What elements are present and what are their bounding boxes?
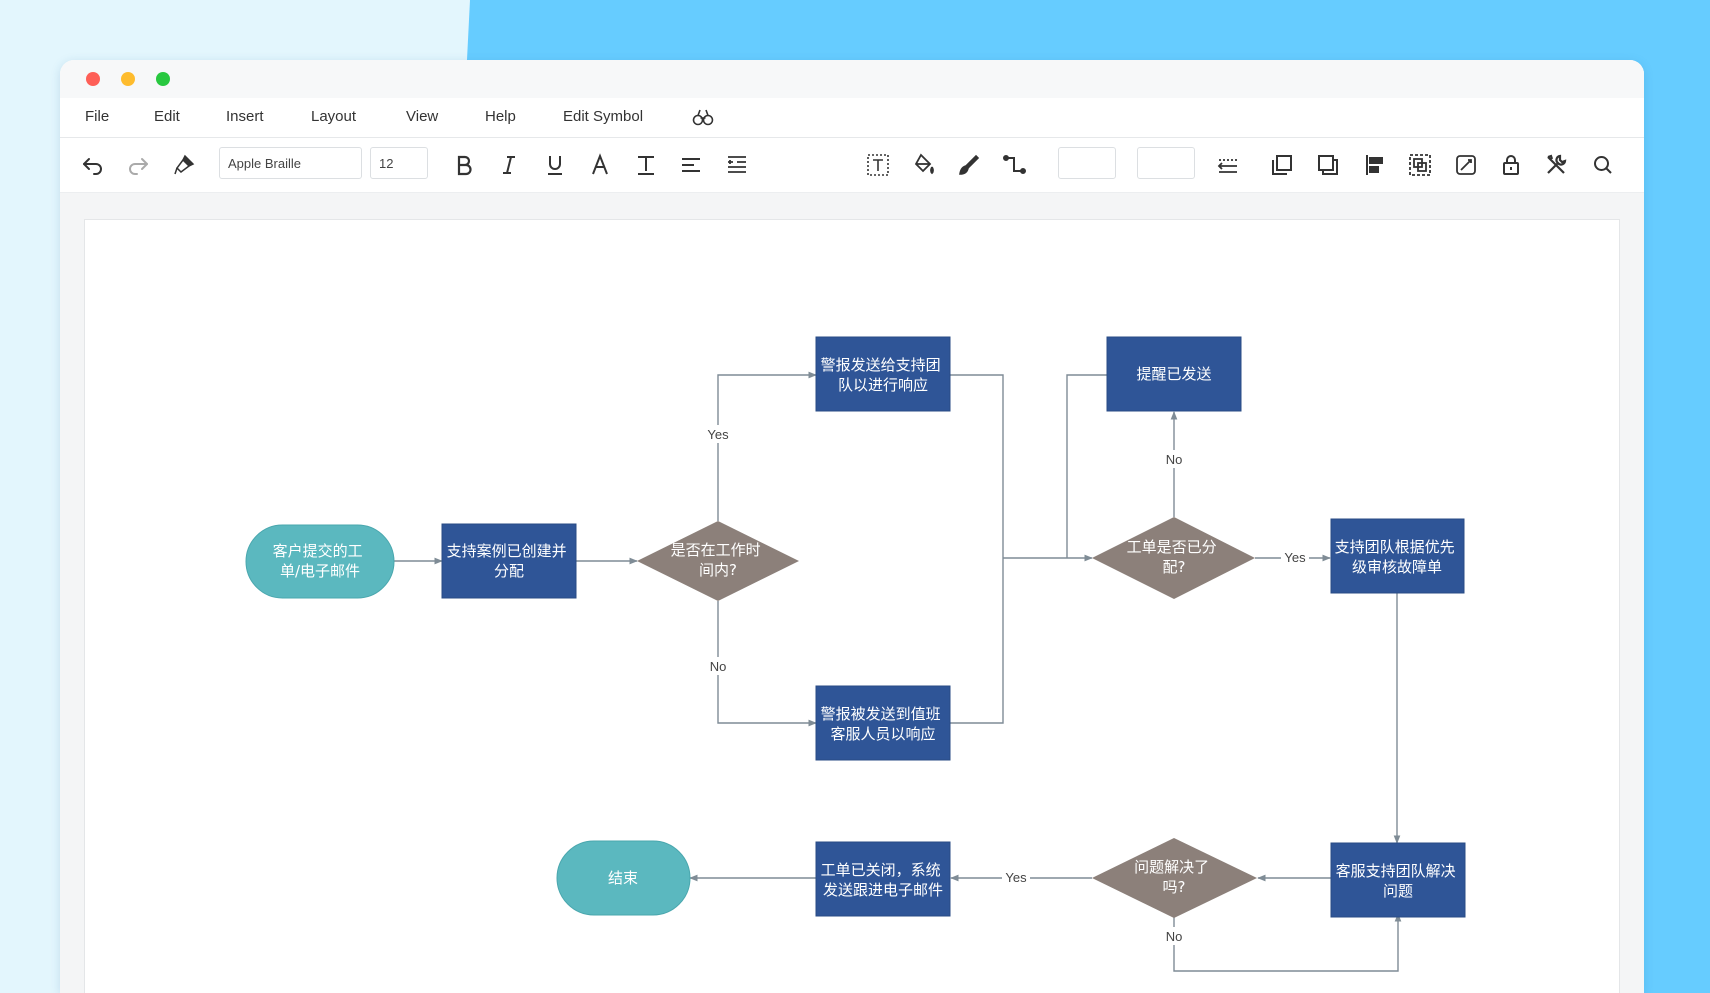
edge-label-no-loop: No [1166,929,1183,944]
font-color-icon[interactable] [587,152,613,178]
edge-label-yes-right: Yes [1284,550,1306,565]
node-review-label: 支持团队根据优先 级审核故障单 [1335,538,1460,576]
lock-icon[interactable] [1498,152,1524,178]
text-highlight-icon[interactable] [633,152,659,178]
canvas-area: 客户提交的工 单/电子邮件 支持案例已创建并 分配 是否在工作时 间内? [60,193,1644,993]
redo-icon[interactable] [125,152,151,178]
edge-solved-no-loop [1173,913,1402,972]
text-box-icon[interactable] [865,152,891,178]
menu-view[interactable]: View [406,108,439,125]
menu-bar: File Edit Insert Layout View Help Edit S… [60,98,1644,138]
fill-bucket-icon[interactable] [911,152,937,178]
tools-icon[interactable] [1543,152,1569,178]
line-style-icon[interactable] [1215,152,1241,178]
font-name-field[interactable] [219,147,362,179]
menu-edit-symbol[interactable]: Edit Symbol [563,108,644,125]
edge-label-no-up: No [1166,452,1183,467]
node-alert-team-label: 警报发送给支持团 队以进行响应 [821,356,946,394]
node-closed-label: 工单已关闭，系统 发送跟进电子邮件 [821,861,946,899]
bring-front-icon[interactable] [1269,152,1295,178]
menu-help[interactable]: Help [485,108,516,125]
app-window: File Edit Insert Layout View Help Edit S… [60,60,1644,993]
menu-insert[interactable]: Insert [226,108,264,125]
font-size-field[interactable] [370,147,428,179]
node-worktime[interactable] [637,521,799,601]
node-worktime-label: 是否在工作时 间内? [671,541,766,579]
title-bar [60,60,1644,98]
format-painter-icon[interactable] [171,152,197,178]
node-alert-duty[interactable] [815,685,951,761]
edit-shape-icon[interactable] [1453,152,1479,178]
node-end[interactable] [556,840,691,916]
node-resolve[interactable] [1330,842,1466,918]
edge-label-no-bottom: No [710,659,727,674]
edge-alert-duty-merge [950,558,1004,724]
edge-label-yes-left: Yes [1005,870,1027,885]
node-start-label: 客户提交的工 单/电子邮件 [273,542,368,580]
line-height-field[interactable] [1137,147,1195,179]
flowchart-diagram[interactable]: 客户提交的工 单/电子邮件 支持案例已创建并 分配 是否在工作时 间内? [85,220,1619,993]
line-width-field[interactable] [1058,147,1116,179]
node-review[interactable] [1330,518,1465,594]
bold-icon[interactable] [451,152,477,178]
edge-worktime-no [717,601,817,727]
node-resolve-label: 客服支持团队解决 问题 [1336,862,1461,900]
node-assigned-label: 工单是否已分 配? [1127,538,1222,576]
node-start[interactable] [245,524,395,599]
node-create[interactable] [441,523,577,599]
line-spacing-icon[interactable] [724,152,750,178]
node-alert-duty-label: 警报被发送到值班 客服人员以响应 [821,705,946,743]
brush-icon[interactable] [956,152,982,178]
align-icon[interactable] [678,152,704,178]
node-solved-label: 问题解决了 吗? [1134,858,1214,896]
node-closed[interactable] [815,841,951,917]
edge-label-yes-top: Yes [707,427,729,442]
zoom-window-button[interactable] [156,72,170,86]
toolbar [60,138,1644,193]
node-create-label: 支持案例已创建并 分配 [447,542,572,580]
italic-icon[interactable] [496,152,522,178]
search-icon[interactable] [1590,152,1616,178]
node-alert-team[interactable] [815,336,951,412]
menu-edit[interactable]: Edit [154,108,180,125]
menu-layout[interactable]: Layout [311,108,357,125]
connector-icon[interactable] [1002,152,1028,178]
edge-alert-team-merge [950,374,1004,558]
close-window-button[interactable] [86,72,100,86]
node-solved[interactable] [1092,838,1257,918]
diagram-canvas[interactable]: 客户提交的工 单/电子邮件 支持案例已创建并 分配 是否在工作时 间内? [84,219,1620,993]
node-assigned[interactable] [1092,517,1255,599]
group-icon[interactable] [1407,152,1433,178]
node-end-label: 结束 [608,869,638,887]
underline-icon[interactable] [542,152,568,178]
undo-icon[interactable] [80,152,106,178]
node-reminder[interactable] [1106,336,1242,412]
send-back-icon[interactable] [1315,152,1341,178]
minimize-window-button[interactable] [121,72,135,86]
binoculars-icon[interactable] [690,105,716,131]
node-reminder-label: 提醒已发送 [1136,365,1211,383]
menu-file[interactable]: File [85,108,110,125]
align-left-icon[interactable] [1362,152,1388,178]
edge-worktime-yes [717,371,817,521]
